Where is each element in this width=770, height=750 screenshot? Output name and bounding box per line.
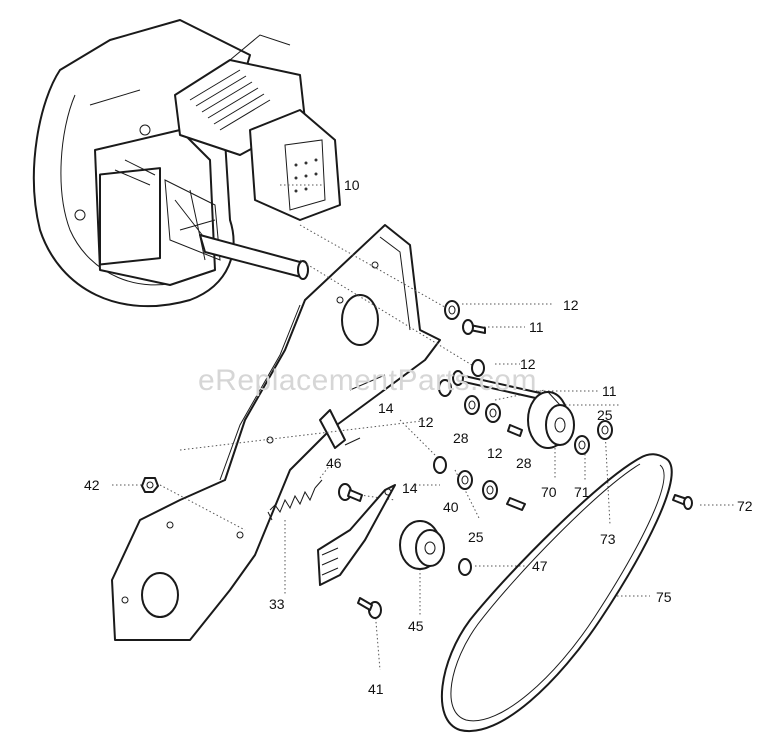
callout-28: 28 (516, 455, 532, 471)
callout-14: 14 (402, 480, 418, 496)
callout-14: 14 (378, 400, 394, 416)
callout-28: 28 (453, 430, 469, 446)
watermark: eReplacementParts.com (198, 364, 537, 397)
callout-73: 73 (600, 531, 616, 547)
drive-belt-75 (440, 453, 673, 733)
callout-25: 25 (597, 407, 613, 423)
callout-46: 46 (326, 455, 342, 471)
callout-25: 25 (468, 529, 484, 545)
callout-45: 45 (408, 618, 424, 634)
callout-12: 12 (520, 356, 536, 372)
callout-42: 42 (84, 477, 100, 493)
callout-75: 75 (656, 589, 672, 605)
callout-72: 72 (737, 498, 753, 514)
bolt-28-upper (507, 424, 523, 437)
engine-pulley-70 (527, 391, 575, 449)
washer-12-upper (444, 300, 460, 320)
idler-arm-40 (317, 484, 396, 586)
bolt-41 (357, 597, 382, 619)
idler-pulley-45 (399, 520, 445, 570)
engine-assembly (32, 19, 341, 308)
spacer-set-lower (433, 456, 526, 511)
bolt-11-upper (462, 319, 486, 335)
callout-11: 11 (529, 319, 544, 335)
washer-47 (458, 558, 472, 576)
callout-12: 12 (418, 414, 434, 430)
bolt-72 (672, 494, 693, 510)
callout-11: 11 (602, 383, 617, 399)
callout-labels: 10 12 11 12 11 14 25 12 28 12 28 46 14 7… (84, 177, 753, 697)
callout-71: 71 (574, 484, 590, 500)
spacer-set-upper (438, 379, 501, 423)
callout-10: 10 (344, 177, 360, 193)
spring-33 (267, 479, 323, 521)
callout-40: 40 (443, 499, 459, 515)
callout-33: 33 (269, 596, 285, 612)
mounting-bracket (111, 224, 441, 641)
callout-12: 12 (487, 445, 503, 461)
callout-12: 12 (563, 297, 579, 313)
washer-71 (574, 435, 590, 455)
nut-42 (141, 477, 159, 493)
washer-12-mid (471, 359, 485, 377)
washer-73 (597, 420, 613, 440)
callout-41: 41 (368, 681, 384, 697)
callout-70: 70 (541, 484, 557, 500)
bolt-46 (338, 483, 363, 502)
callout-47: 47 (532, 558, 548, 574)
